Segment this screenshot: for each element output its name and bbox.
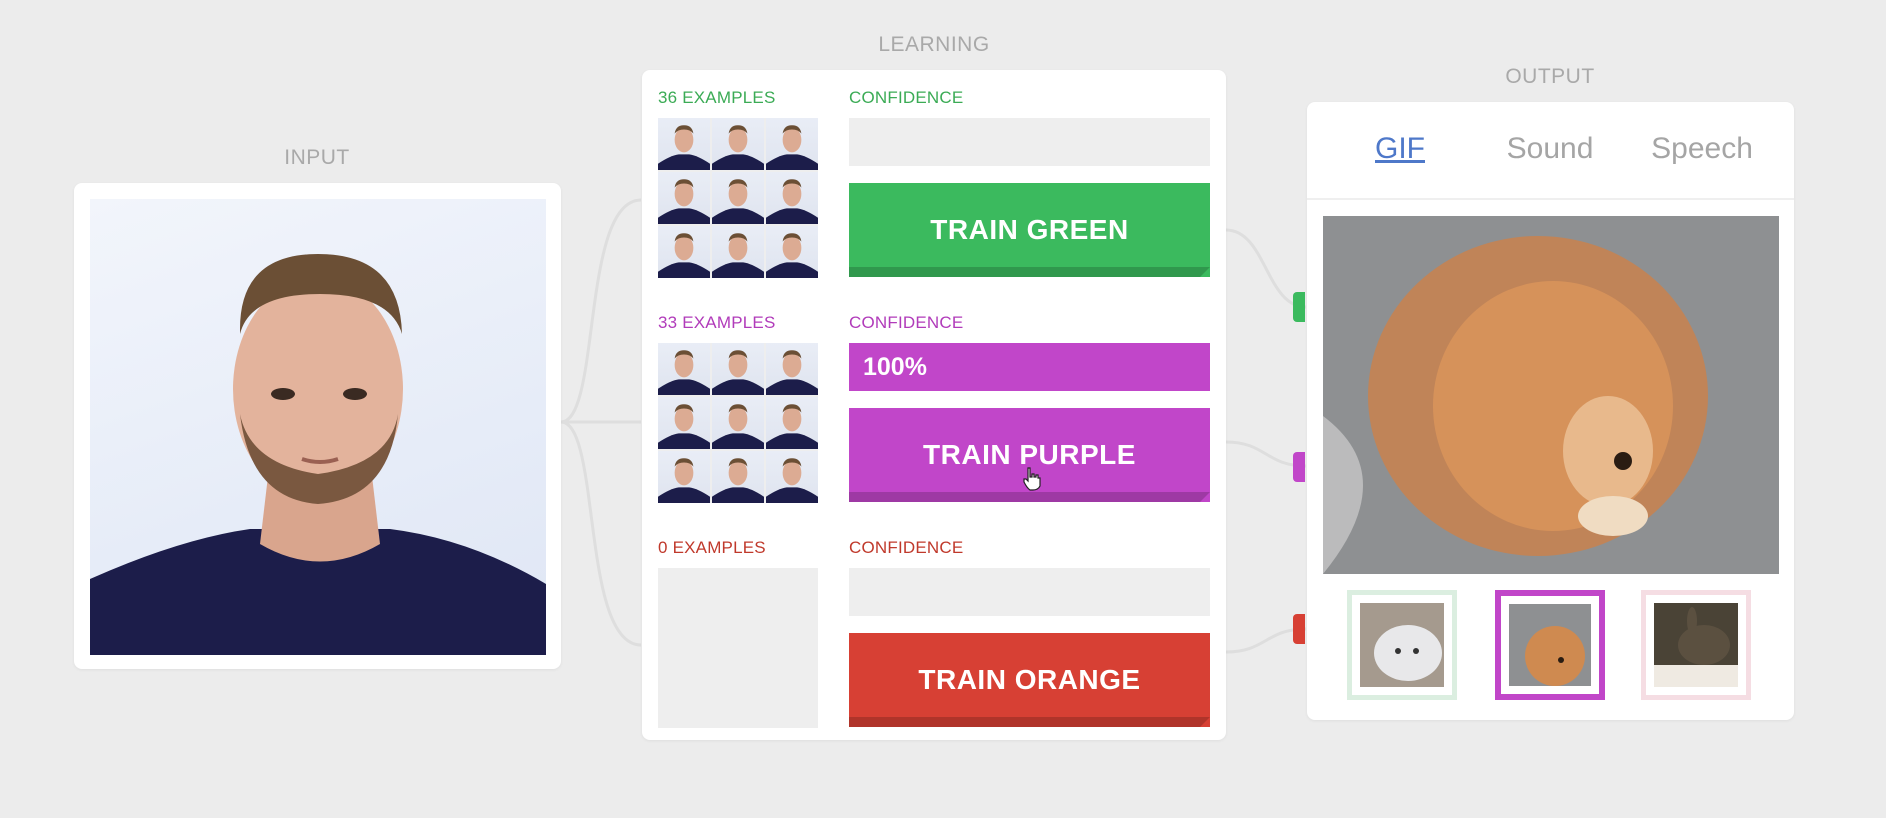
train-green-label: TRAIN GREEN [930,214,1129,245]
output-tabs: GIF Sound Speech [1307,102,1794,200]
train-purple-label: TRAIN PURPLE [923,439,1136,470]
orange-confidence-label: CONFIDENCE [849,538,964,557]
tab-sound[interactable]: Sound [1506,132,1594,165]
gif-preview [1323,216,1779,574]
example-thumbnail [658,397,710,449]
example-thumbnail [766,172,818,224]
example-thumbnail [766,118,818,170]
tab-speech[interactable]: Speech [1651,132,1753,165]
orange-confidence-bar [849,568,1210,616]
green-confidence-label: CONFIDENCE [849,88,964,107]
hand-cursor-icon [1023,467,1041,491]
output-title: OUTPUT [1505,65,1595,88]
input-connectors [561,198,642,647]
class-purple: 33 EXAMPLES CONFIDENCE 100% TRAIN PURPLE [658,295,1210,505]
train-purple-button[interactable]: TRAIN PURPLE [849,408,1210,502]
orange-examples-grid [658,568,818,728]
green-port [1293,292,1305,322]
input-title: INPUT [284,146,350,169]
pomeranian-gif [1323,216,1779,574]
example-thumbnail [658,172,710,224]
output-connectors [1226,228,1307,654]
gif-thumb-rabbit[interactable] [1641,590,1751,700]
example-thumbnail [766,343,818,395]
gif-thumb-pomeranian[interactable] [1495,590,1605,700]
green-examples-count: 36 EXAMPLES [658,88,776,107]
example-thumbnail [712,226,764,278]
orange-port [1293,614,1305,644]
learning-title: LEARNING [878,33,990,56]
gif-thumb-white-dog[interactable] [1347,590,1457,700]
learning-panel: 36 EXAMPLES CONFIDENCE TRAIN GREEN 33 EX… [642,70,1226,740]
green-examples-grid [658,118,818,278]
purple-confidence-fill [849,343,1210,391]
example-thumbnail [766,397,818,449]
output-panel: GIF Sound Speech [1307,102,1794,720]
train-orange-button[interactable]: TRAIN ORANGE [849,633,1210,727]
train-green-button[interactable]: TRAIN GREEN [849,183,1210,277]
person-image [90,254,546,655]
purple-confidence-value: 100% [863,353,927,381]
input-panel [74,183,561,669]
purple-confidence-label: CONFIDENCE [849,313,964,332]
class-green: 36 EXAMPLES CONFIDENCE TRAIN GREEN [658,70,1210,280]
purple-confidence-bar: 100% [849,343,1210,391]
example-thumbnail [712,451,764,503]
example-thumbnail [766,451,818,503]
example-thumbnail [658,451,710,503]
example-thumbnail [712,343,764,395]
purple-port [1293,452,1305,482]
tab-gif[interactable]: GIF [1375,132,1425,165]
green-confidence-bar [849,118,1210,166]
purple-examples-grid [658,343,818,503]
class-orange: 0 EXAMPLES CONFIDENCE TRAIN ORANGE [658,520,1210,730]
example-thumbnail [766,226,818,278]
example-thumbnail [712,397,764,449]
purple-examples-count: 33 EXAMPLES [658,313,776,332]
train-orange-label: TRAIN ORANGE [918,664,1141,695]
example-thumbnail [658,118,710,170]
orange-examples-count: 0 EXAMPLES [658,538,766,557]
example-thumbnail [712,118,764,170]
example-thumbnail [658,226,710,278]
example-thumbnail [712,172,764,224]
webcam-feed [90,199,546,655]
example-thumbnail [658,343,710,395]
